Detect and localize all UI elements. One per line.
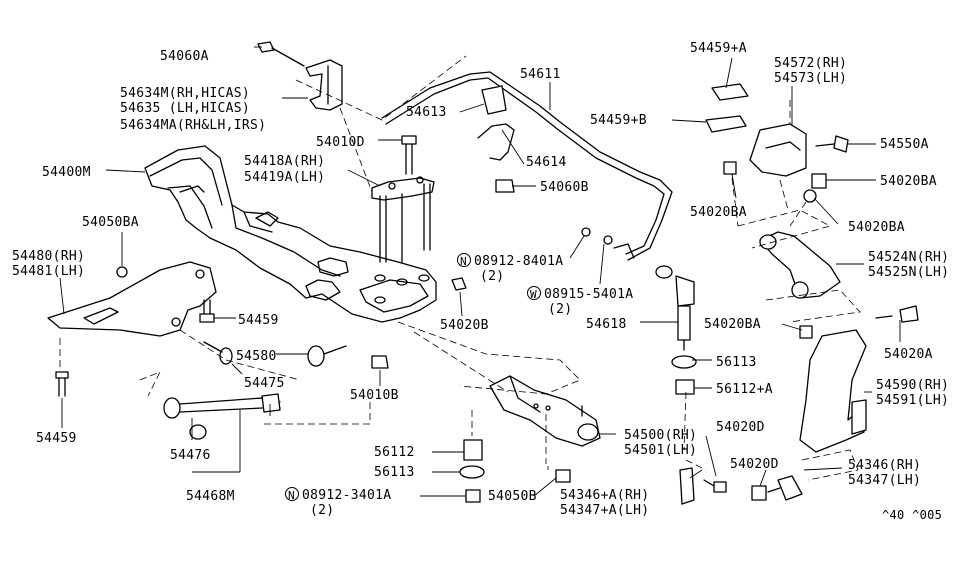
bracket-54634m (257, 41, 343, 111)
label-54459a[interactable]: 54459+A (690, 41, 747, 56)
label-54020d-a[interactable]: 54020D (716, 420, 765, 435)
label-54346a[interactable]: 54346+A(RH) (560, 488, 649, 503)
label-54590[interactable]: 54590(RH) (876, 378, 949, 393)
link-54618 (655, 265, 695, 351)
label-56112a[interactable]: 56112+A (716, 382, 773, 397)
nut-08912-3401a (465, 489, 481, 503)
label-54020ba-a[interactable]: 54020BA (880, 174, 937, 189)
bushing-54580 (307, 345, 347, 367)
label-56112[interactable]: 56112 (374, 445, 415, 460)
label-54634m[interactable]: 54634M(RH,HICAS) (120, 86, 250, 101)
n-marker-08912-3401a: N (285, 487, 299, 502)
nut-54060b (495, 179, 515, 193)
label-54459b[interactable]: 54459+B (590, 113, 647, 128)
label-54614[interactable]: 54614 (526, 155, 567, 170)
label-54010b[interactable]: 54010B (350, 388, 399, 403)
label-54020ba-c[interactable]: 54020BA (848, 220, 905, 235)
label-08912-3401a-qty: (2) (310, 503, 334, 518)
crossmember-54400m (144, 145, 437, 323)
label-56113-a[interactable]: 56113 (716, 355, 757, 370)
label-54010d[interactable]: 54010D (316, 135, 365, 150)
label-54468m[interactable]: 54468M (186, 489, 235, 504)
label-54580[interactable]: 54580 (236, 349, 277, 364)
label-54347a[interactable]: 54347+A(LH) (560, 503, 649, 518)
label-54060b[interactable]: 54060B (540, 180, 589, 195)
washers (581, 227, 613, 245)
label-54020ba-d[interactable]: 54020BA (704, 317, 761, 332)
label-08912-3401a[interactable]: 08912-3401A (302, 488, 391, 503)
label-08915-5401a[interactable]: 08915-5401A (544, 287, 633, 302)
mount-54572 (705, 83, 807, 177)
label-54476[interactable]: 54476 (170, 448, 211, 463)
bushing-56113-upper (671, 355, 697, 369)
label-54418a[interactable]: 54418A(RH) (244, 154, 325, 169)
nut-54020ba (723, 161, 827, 203)
bracket-54480 (47, 261, 217, 337)
bracket-54418a (371, 176, 435, 263)
n-marker-08912-8401a: N (457, 253, 471, 268)
label-54475[interactable]: 54475 (244, 376, 285, 391)
bracket-54346a (679, 467, 695, 505)
label-54060a[interactable]: 54060A (160, 49, 209, 64)
label-54572[interactable]: 54572(RH) (774, 56, 847, 71)
upper-link-54524n (759, 231, 841, 299)
bushing-56113-lower (459, 465, 485, 479)
label-54550a[interactable]: 54550A (880, 137, 929, 152)
n-marker-label-2: N (288, 489, 295, 502)
diagram-footer-code: ^40 ^005 (882, 508, 942, 522)
label-54459-a[interactable]: 54459 (238, 313, 279, 328)
label-54591[interactable]: 54591(LH) (876, 393, 949, 408)
n-marker-label: N (460, 255, 467, 268)
label-56113-b[interactable]: 56113 (374, 465, 415, 480)
label-54020d-b[interactable]: 54020D (730, 457, 779, 472)
label-54347[interactable]: 54347(LH) (848, 473, 921, 488)
stabilizer-bar-54611 (381, 71, 673, 261)
knuckle-54590 (799, 305, 919, 453)
label-54480[interactable]: 54480(RH) (12, 249, 85, 264)
label-54501[interactable]: 54501(LH) (624, 443, 697, 458)
label-54613[interactable]: 54613 (406, 105, 447, 120)
label-54525n[interactable]: 54525N(LH) (868, 265, 949, 280)
label-54500[interactable]: 54500(RH) (624, 428, 697, 443)
label-54020b[interactable]: 54020B (440, 318, 489, 333)
label-54050ba[interactable]: 54050BA (82, 215, 139, 230)
bolt-54459-a (55, 371, 69, 397)
w-marker-label: W (530, 288, 537, 301)
label-54635[interactable]: 54635 (LH,HICAS) (120, 101, 250, 116)
bushing-56112 (463, 439, 483, 461)
bolts-54020d (703, 475, 803, 501)
label-54618[interactable]: 54618 (586, 317, 627, 332)
label-08915-5401a-qty: (2) (548, 302, 572, 317)
nut-54020b (451, 277, 467, 291)
tension-rod-54468m (163, 393, 281, 440)
label-54400m[interactable]: 54400M (42, 165, 91, 180)
label-54524n[interactable]: 54524N(RH) (868, 250, 949, 265)
label-54634ma[interactable]: 54634MA(RH&LH,IRS) (120, 118, 266, 133)
bolt-54550a (815, 135, 849, 153)
label-08912-8401a-qty: (2) (480, 269, 504, 284)
label-54481[interactable]: 54481(LH) (12, 264, 85, 279)
label-54611[interactable]: 54611 (520, 67, 561, 82)
nut-54010b (371, 355, 389, 369)
reference-lines (59, 55, 861, 481)
label-54459-b[interactable]: 54459 (36, 431, 77, 446)
w-marker-08915-5401a: W (527, 286, 541, 301)
label-54050b[interactable]: 54050B (488, 489, 537, 504)
label-54573[interactable]: 54573(LH) (774, 71, 847, 86)
label-08912-8401a[interactable]: 08912-8401A (474, 254, 563, 269)
part-labels: 54060A 54634M(RH,HICAS) 54635 (LH,HICAS)… (12, 41, 949, 522)
bushing-56112a (675, 379, 695, 395)
label-54419a[interactable]: 54419A(LH) (244, 170, 325, 185)
label-54346[interactable]: 54346(RH) (848, 458, 921, 473)
label-54020a[interactable]: 54020A (884, 347, 933, 362)
leader-lines (59, 46, 901, 497)
bushing-54475 (203, 341, 233, 365)
nut-54050b (555, 469, 571, 483)
label-54020ba-b[interactable]: 54020BA (690, 205, 747, 220)
transverse-link-54500 (489, 375, 601, 447)
